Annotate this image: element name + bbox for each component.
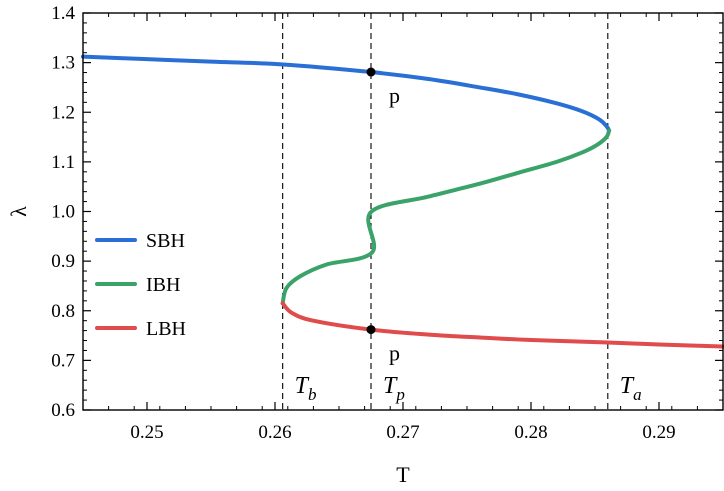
y-tick-label: 0.8: [51, 301, 75, 322]
marked-point: [366, 325, 376, 335]
x-tick-label: 0.25: [130, 422, 163, 443]
x-tick-label: 0.29: [642, 422, 675, 443]
vertical-line-label-sub: b: [308, 385, 317, 404]
x-axis-label: T: [396, 462, 410, 487]
marked-point: [366, 67, 376, 77]
series-line-sbh: [81, 54, 612, 133]
y-tick-label: 0.6: [51, 400, 75, 421]
vertical-line-label-sub: p: [395, 385, 405, 404]
legend-label-lbh: LBH: [146, 318, 186, 340]
marked-point-label: p: [389, 83, 400, 108]
vertical-line-label-main: T: [383, 373, 398, 399]
y-tick-label: 1.1: [51, 152, 75, 173]
marked-point-label: p: [389, 341, 400, 366]
x-tick-label: 0.26: [258, 422, 291, 443]
vertical-line-label: Ta: [620, 373, 642, 404]
y-tick-label: 1.2: [51, 102, 75, 123]
vertical-line-label: Tp: [383, 373, 405, 404]
vertical-line-label: Tb: [295, 373, 317, 404]
y-tick-label: 0.9: [51, 251, 75, 272]
legend-label-sbh: SBH: [146, 230, 185, 252]
legend-label-ibh: IBH: [146, 274, 180, 296]
vertical-line-label-main: T: [620, 373, 635, 399]
vertical-line-label-main: T: [295, 373, 310, 399]
marked-points: pp: [366, 67, 400, 366]
y-tick-label: 1.4: [51, 3, 75, 24]
y-tick-label: 1.0: [51, 202, 75, 223]
vertical-line-label-sub: a: [633, 385, 642, 404]
axis-ticks: 0.25 0.26 0.27 0.28 0.29 0.6 0.7 0.8 0.9 1.0 1.1 1.…: [51, 3, 724, 443]
x-tick-label: 0.28: [514, 422, 547, 443]
y-tick-label: 1.3: [51, 53, 75, 74]
series-line-ibh: [280, 128, 612, 306]
y-tick-label: 0.7: [51, 350, 75, 371]
x-tick-label: 0.27: [386, 422, 419, 443]
series-line-lbh: [280, 301, 724, 349]
series-lines: [81, 54, 724, 349]
plot-frame: [82, 12, 724, 411]
legend: SBH IBH LBH: [95, 230, 186, 340]
y-axis-label: λ: [6, 206, 31, 217]
